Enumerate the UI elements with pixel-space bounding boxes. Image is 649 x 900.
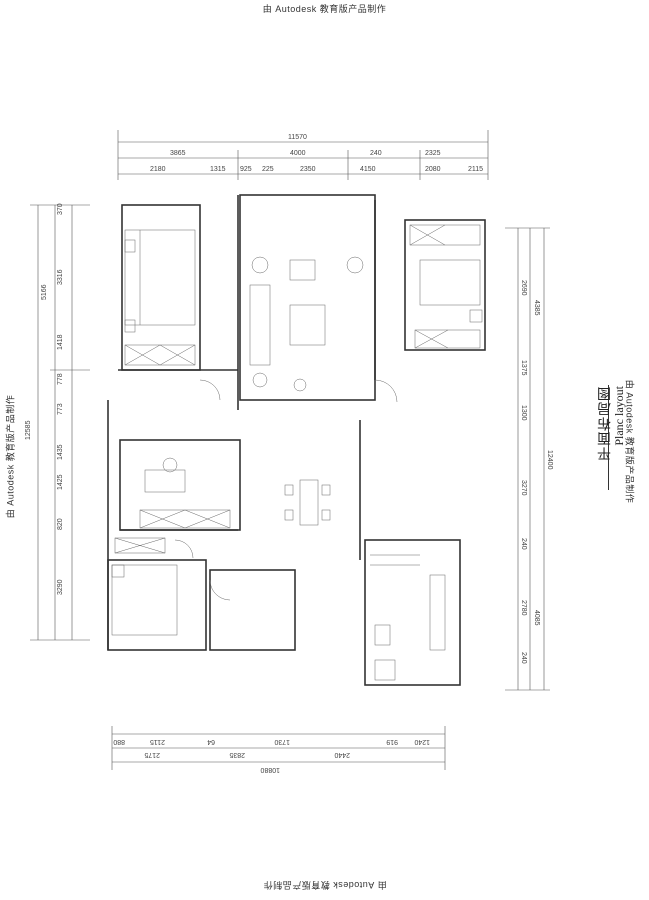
- top-total-dim: 11570: [288, 134, 307, 141]
- bed-second: [419, 259, 483, 323]
- right-dims: 2690 1375 1300 3270 240 2780 240 4385 12…: [520, 280, 553, 664]
- left-dim-7: 1425: [57, 474, 64, 490]
- top-dim-6: 1315: [210, 166, 226, 173]
- top-dim-5: 2180: [150, 166, 166, 173]
- top-dim-8: 225: [262, 166, 274, 173]
- top-dim-1: 3865: [170, 150, 186, 157]
- top-dimension-lines: [117, 130, 489, 180]
- bottom-dim-7: 2175: [144, 751, 160, 758]
- bottom-dim-5: 919: [386, 738, 398, 745]
- study-desk: [144, 457, 186, 493]
- bottom-dims: 880 2115 64 1730 919 1240 2175 2835 2440…: [113, 738, 430, 773]
- left-dimension-lines: [30, 204, 90, 641]
- bottom-dim-2: 2115: [150, 738, 165, 745]
- right-dim-6: 2780: [520, 600, 527, 616]
- right-dim-1: 2690: [520, 280, 527, 296]
- bottom-dim-6: 1240: [414, 738, 430, 745]
- top-dim-10: 4150: [360, 166, 376, 173]
- left-dim-4: 778: [57, 373, 64, 385]
- left-total-b: 12585: [25, 420, 32, 440]
- bottom-dimension-lines: [111, 726, 446, 770]
- right-dim-5: 240: [520, 538, 527, 550]
- left-dim-1: 370: [57, 203, 64, 215]
- top-dim-11: 2080: [425, 166, 441, 173]
- title-english: Planc layout: [612, 386, 626, 446]
- doors: [174, 379, 398, 601]
- left-dim-3: 1418: [57, 334, 64, 350]
- bottom-dim-4: 1730: [274, 738, 290, 745]
- left-dim-5: 773: [57, 403, 64, 415]
- top-dim-3: 240: [370, 150, 382, 157]
- right-total-a: 4385: [533, 300, 540, 316]
- bottom-dim-1: 880: [113, 738, 125, 745]
- bottom-dim-3: 64: [207, 738, 215, 745]
- right-total-b: 12400: [546, 450, 553, 470]
- kitchen-fixtures: [370, 554, 446, 681]
- bed-master: [124, 229, 196, 333]
- title-divider: [608, 385, 609, 490]
- living-room-furniture: [249, 256, 364, 392]
- walls: [107, 194, 486, 686]
- top-dim-4: 2325: [425, 150, 441, 157]
- dining-set: [284, 479, 331, 526]
- right-dimension-lines: [505, 227, 550, 691]
- left-total-a: 5166: [41, 284, 48, 300]
- bottom-dim-9: 2440: [334, 751, 350, 758]
- top-dim-2: 4000: [290, 150, 306, 157]
- bottom-dim-8: 2835: [229, 751, 245, 758]
- left-dim-2: 3316: [57, 269, 64, 285]
- left-dims: 370 3316 1418 778 773 1435 1425 820 3290…: [25, 203, 64, 595]
- left-dim-8: 820: [57, 518, 64, 530]
- right-dim-4: 3270: [520, 480, 527, 496]
- watermark-top: 由 Autodesk 教育版产品制作: [262, 4, 387, 14]
- wardrobes: [114, 224, 481, 554]
- bottom-total: 10880: [260, 766, 280, 773]
- right-dim-7: 240: [520, 652, 527, 664]
- right-dim-2: 1375: [520, 360, 527, 376]
- right-total-c: 4085: [533, 610, 540, 626]
- left-dim-9: 3290: [57, 579, 64, 595]
- top-dim-7: 925: [240, 166, 252, 173]
- right-dim-3: 1300: [520, 405, 527, 421]
- bed-third: [111, 564, 178, 636]
- top-dim-12: 2115: [468, 166, 483, 173]
- top-dim-9: 2350: [300, 166, 316, 173]
- left-dim-6: 1435: [57, 444, 64, 460]
